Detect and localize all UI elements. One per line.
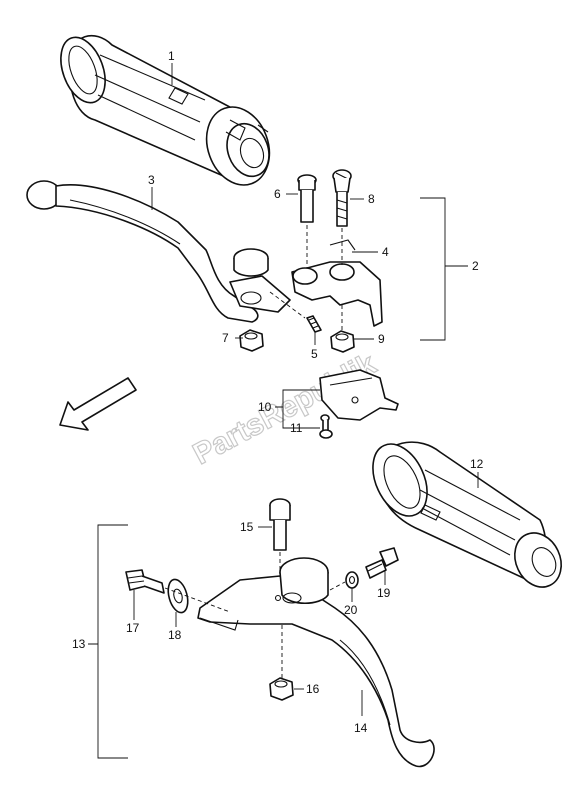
assembly-line: [329, 581, 346, 591]
callout-2: 2: [472, 259, 479, 273]
callout-14: 14: [354, 721, 368, 735]
callout-8: 8: [368, 192, 375, 206]
bracket-2: [420, 197, 468, 341]
switch-screw: [319, 414, 333, 439]
assembly-line: [164, 587, 231, 613]
clutch-lever: [197, 557, 435, 768]
lever-holder: [291, 239, 383, 327]
callout-16: 16: [306, 682, 320, 696]
bracket-13: [88, 524, 128, 759]
callout-4: 4: [382, 245, 389, 259]
lever-pivot-screw: [332, 169, 352, 227]
screw-19: [365, 547, 399, 579]
left-grip: [60, 34, 271, 186]
callout-15: 15: [240, 520, 254, 534]
assembly-line: [269, 291, 306, 319]
callout-10: 10: [258, 400, 272, 414]
nut-16: [269, 677, 294, 701]
callout-9: 9: [378, 332, 385, 346]
adjuster-wheel: [167, 578, 189, 614]
front-direction-arrow-icon: [59, 377, 137, 431]
adjuster: [125, 569, 165, 594]
callout-11: 11: [290, 421, 303, 435]
brake-light-switch: [319, 369, 399, 421]
callout-3: 3: [148, 173, 155, 187]
brake-lever: [26, 180, 291, 323]
pivot-bolt: [297, 174, 317, 223]
callout-6: 6: [274, 187, 281, 201]
bracket-10-11: [275, 389, 320, 429]
nut-9: [330, 330, 355, 353]
callout-5: 5: [311, 347, 318, 361]
callout-1: 1: [168, 49, 175, 63]
callout-19: 19: [377, 586, 391, 600]
callout-7: 7: [222, 331, 229, 345]
callout-13: 13: [72, 637, 86, 651]
callout-17: 17: [126, 621, 140, 635]
spring: [306, 315, 322, 333]
lever-bolt: [269, 498, 291, 551]
nut-7: [239, 329, 264, 352]
callout-12: 12: [470, 457, 484, 471]
callout-20: 20: [344, 603, 358, 617]
right-grip: [372, 441, 562, 588]
washer-20: [345, 571, 359, 589]
callout-18: 18: [168, 628, 182, 642]
